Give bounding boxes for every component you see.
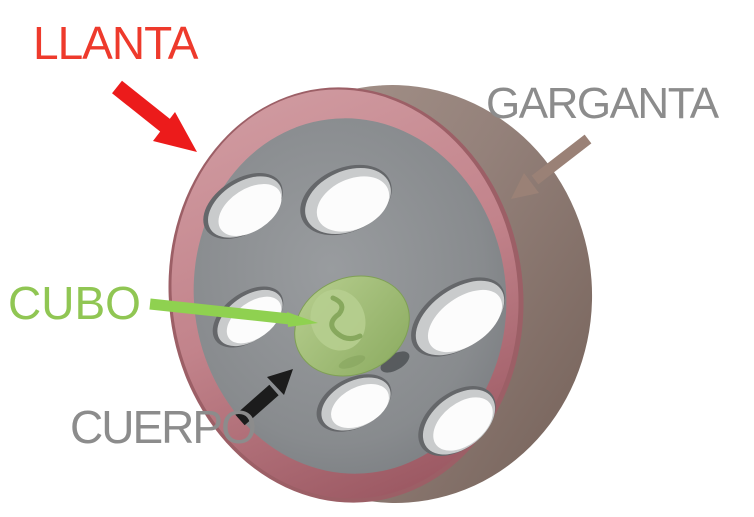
- llanta-arrow-head: [153, 112, 197, 152]
- hole-opening: [427, 289, 503, 353]
- hub-highlight: [310, 289, 366, 351]
- cuerpo-arrow-shaft: [235, 384, 279, 426]
- hub-keyway-mark: [329, 295, 363, 342]
- garganta-arrow-shaft: [531, 134, 592, 185]
- wheel-hub: [294, 275, 410, 377]
- wheel-hole-mid-right: [411, 277, 505, 357]
- llanta-arrow-shaft: [112, 80, 171, 133]
- label-garganta: GARGANTA: [486, 79, 719, 128]
- wheel-hole-bottom-center: [316, 374, 392, 432]
- hole-opening: [218, 184, 282, 236]
- hole-opening: [331, 383, 389, 429]
- label-llanta: LLANTA: [33, 17, 198, 69]
- label-cubo: CUBO: [8, 277, 141, 329]
- hub-shadow: [380, 351, 410, 373]
- hub-lower-shade: [338, 355, 366, 369]
- wheel-hole-top-center: [300, 164, 392, 236]
- cubo-arrow-head: [287, 312, 318, 327]
- wheel-hole-top-left: [203, 173, 283, 239]
- garganta-arrow-head: [511, 173, 539, 199]
- cuerpo-arrow: [235, 369, 293, 426]
- garganta-arrow: [511, 134, 592, 199]
- label-cuerpo: CUERPO: [70, 401, 257, 453]
- cubo-arrow-shaft: [149, 298, 291, 325]
- cuerpo-arrow-head: [267, 369, 293, 395]
- wheel-hole-bottom-right: [418, 386, 496, 456]
- llanta-arrow: [112, 80, 197, 152]
- hole-opening: [433, 397, 493, 451]
- hole-opening: [316, 176, 390, 232]
- cubo-arrow: [149, 298, 318, 327]
